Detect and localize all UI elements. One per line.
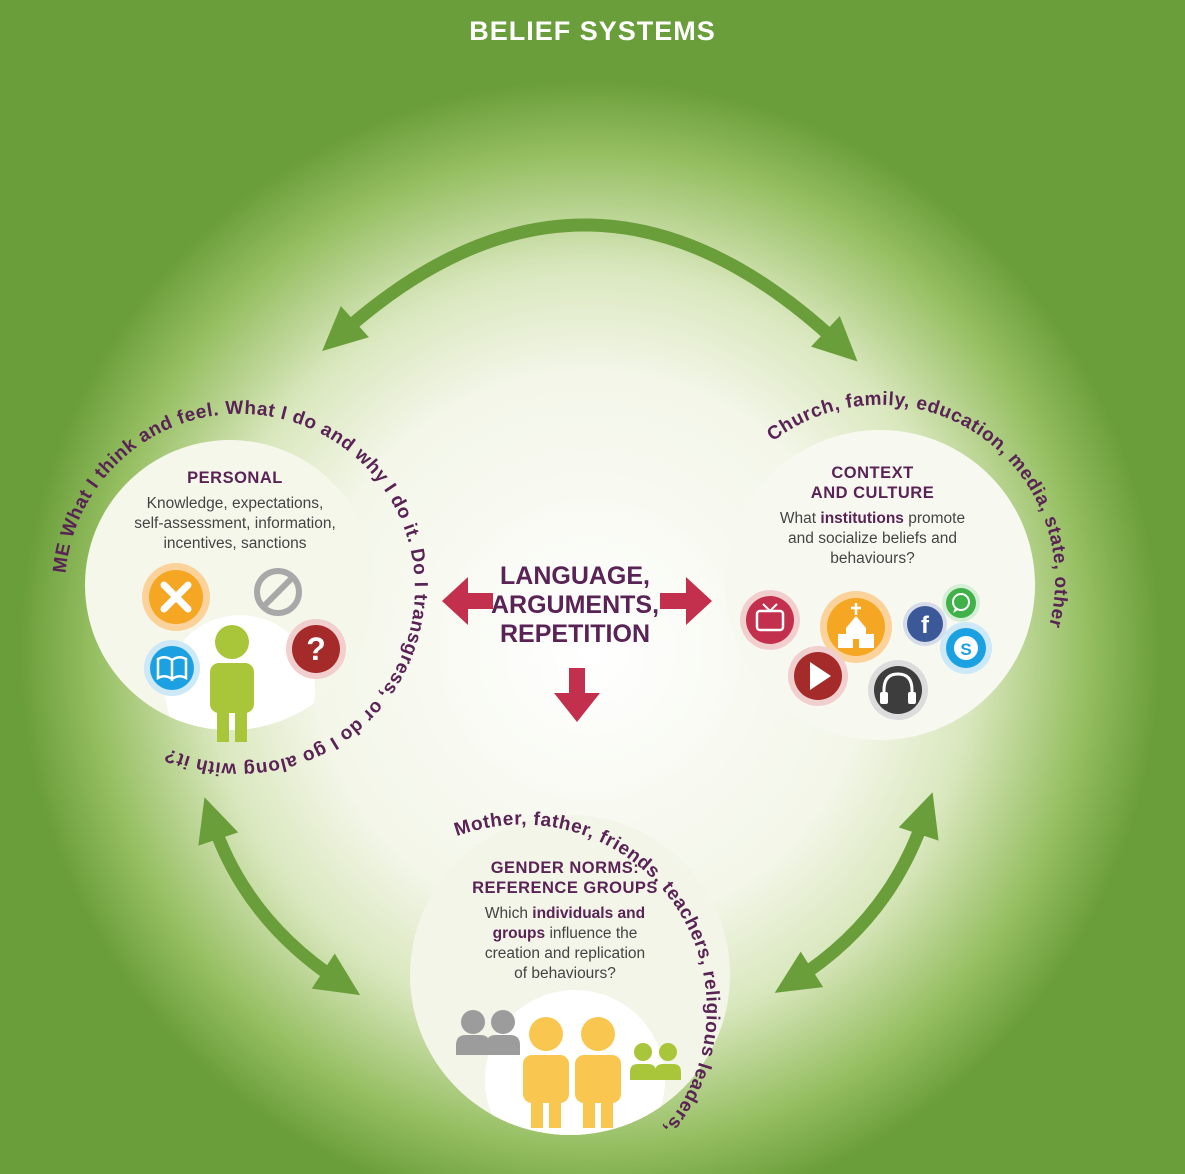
skype-icon: S	[940, 622, 992, 674]
groups-desc-highlight: individuals and	[532, 905, 646, 922]
groups-desc-line: of behaviours?	[514, 965, 616, 982]
close-icon	[142, 563, 210, 631]
context-desc-text: promote	[903, 510, 966, 527]
context-description: What institutions promote and socialize …	[745, 509, 1000, 569]
personal-box: PERSONAL Knowledge, expectations, self-a…	[110, 468, 360, 554]
personal-arc-label: ME What I think and feel. What I do and …	[50, 398, 431, 780]
arrow-personal-context	[322, 218, 858, 362]
context-desc-line: behaviours?	[830, 550, 915, 567]
personal-arc-text: ME What I think and feel. What I do and …	[50, 398, 431, 780]
context-title: CONTEXT AND CULTURE	[745, 463, 1000, 503]
arrow-context-groups	[774, 792, 939, 993]
prohibited-icon	[254, 568, 302, 616]
groups-arc-text: Mother, father, friends, teachers, relig…	[0, 0, 722, 1144]
headphones-icon	[868, 660, 928, 720]
facebook-icon: f	[903, 602, 947, 646]
center-label-line: ARGUMENTS,	[490, 591, 660, 619]
tv-icon	[740, 590, 800, 650]
svg-text:f: f	[921, 612, 930, 639]
svg-text:?: ?	[306, 631, 326, 667]
play-icon	[788, 646, 848, 706]
groups-desc-highlight: groups	[492, 925, 546, 942]
context-arc-label: Church, family, education, media, state,…	[763, 389, 1071, 631]
groups-arc-label: Mother, father, friends, teachers, relig…	[0, 0, 722, 1144]
groups-desc-line: Which individuals and	[440, 904, 690, 924]
personal-description: Knowledge, expectations, self-assessment…	[110, 494, 360, 554]
church-icon	[820, 591, 892, 663]
book-icon	[144, 640, 200, 696]
personal-desc-line: incentives, sanctions	[163, 535, 307, 552]
groups-desc-text: influence the	[545, 925, 638, 942]
context-title-line: CONTEXT	[831, 464, 914, 482]
personal-title: PERSONAL	[187, 469, 283, 487]
groups-desc-line: creation and replication	[484, 945, 646, 962]
context-desc-highlight: institutions	[820, 510, 904, 527]
context-desc-line: and socialize beliefs and	[788, 530, 957, 547]
groups-description: Which individuals and groups influence t…	[440, 904, 690, 984]
context-desc-text: What	[779, 510, 821, 527]
arrow-personal-groups	[198, 797, 361, 996]
question-icon: ?	[286, 619, 346, 679]
groups-title-line: REFERENCE GROUPS	[472, 879, 658, 897]
personal-desc-line: self-assessment, information,	[134, 515, 336, 532]
groups-desc-line: groups influence the	[440, 924, 690, 944]
center-label-line: REPETITION	[499, 620, 650, 648]
context-desc-line: What institutions promote	[745, 509, 1000, 529]
groups-title: GENDER NORMS: REFERENCE GROUPS	[440, 858, 690, 898]
arrow-to-context	[660, 577, 712, 625]
page-title: BELIEF SYSTEMS	[469, 16, 716, 46]
adult-yellow-icon	[575, 1017, 621, 1128]
person-icon	[210, 625, 254, 742]
svg-text:S: S	[960, 640, 971, 659]
context-title-line: AND CULTURE	[810, 484, 935, 502]
group-green-icon	[630, 1043, 681, 1080]
personal-desc-line: Knowledge, expectations,	[146, 495, 324, 512]
groups-box: GENDER NORMS: REFERENCE GROUPS Which ind…	[440, 858, 690, 984]
center-label: LANGUAGE, ARGUMENTS, REPETITION	[470, 562, 680, 649]
groups-title-line: GENDER NORMS:	[490, 859, 640, 877]
context-arc-text: Church, family, education, media, state,…	[763, 389, 1070, 631]
group-gray-icon	[456, 1010, 520, 1055]
center-label-line: LANGUAGE,	[500, 562, 650, 590]
context-box: CONTEXT AND CULTURE What institutions pr…	[745, 463, 1000, 569]
groups-desc-text: Which	[484, 905, 533, 922]
adult-yellow-icon	[523, 1017, 569, 1128]
arrow-to-personal	[442, 577, 493, 625]
arrow-to-groups	[554, 668, 600, 722]
whatsapp-icon	[942, 584, 980, 622]
